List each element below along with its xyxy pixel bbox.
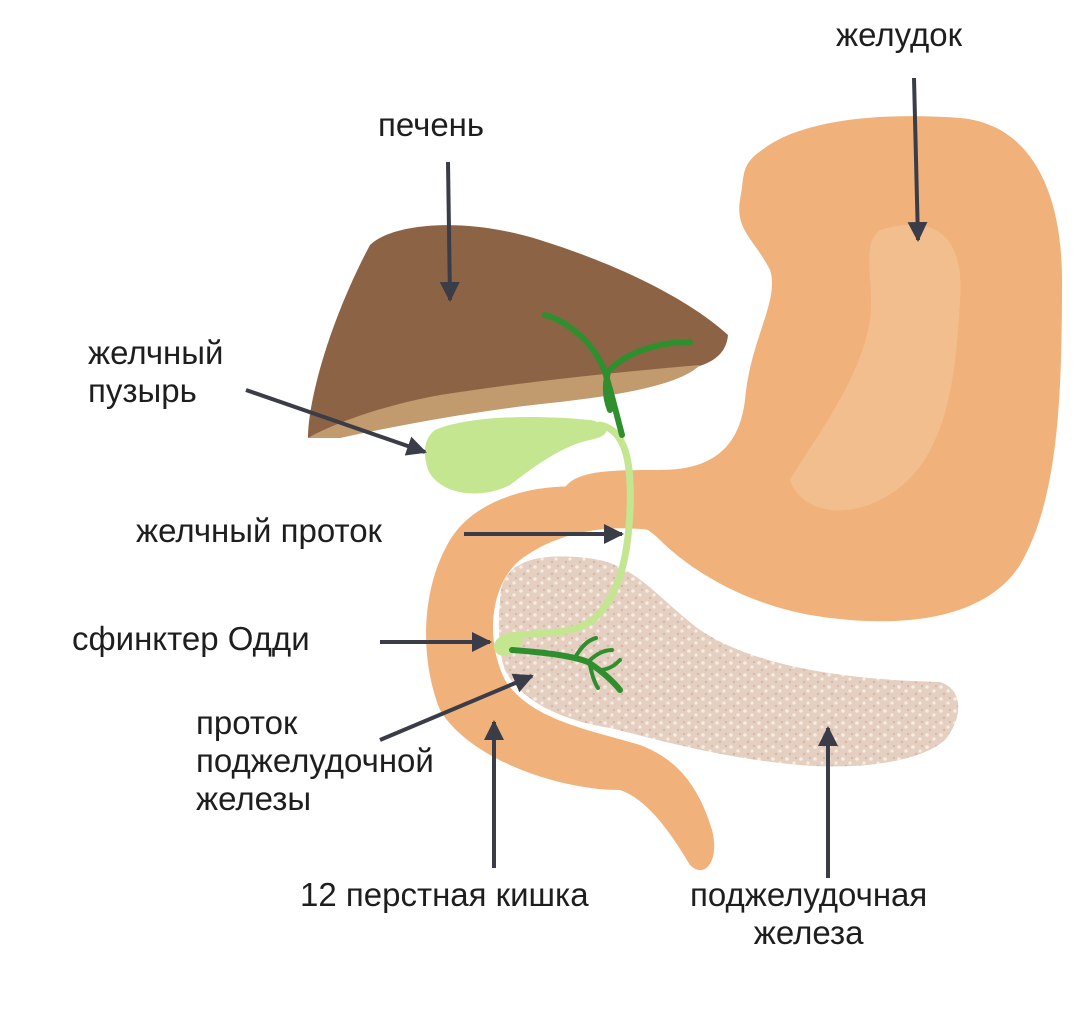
label-stomach: желудок: [836, 16, 963, 53]
arrow-pancreatic-duct: [379, 673, 534, 742]
label-pancreatic-duct-line1: проток: [196, 704, 298, 741]
arrow-stomach: [907, 77, 928, 242]
arrow-gallbladder: [245, 388, 427, 456]
label-sphincter: сфинктер Одди: [72, 620, 310, 657]
label-bile-duct: желчный проток: [136, 512, 382, 549]
label-pancreas-line2: железа: [753, 914, 864, 951]
pancreas-shape: [498, 556, 959, 767]
label-liver: печень: [378, 106, 485, 143]
label-pancreatic-duct-line2: поджелудочной: [196, 742, 434, 779]
label-duodenum: 12 перстная кишка: [300, 876, 589, 913]
bile-duct-tree: [493, 312, 693, 693]
gallbladder-shape: [424, 417, 607, 494]
label-pancreatic-duct-line3: железы: [196, 780, 312, 817]
duodenum-shape: [426, 486, 715, 871]
label-pancreas-line1: поджелудочная: [690, 876, 928, 913]
label-pancreatic-duct: проток поджелудочной железы: [196, 704, 434, 818]
pointer-arrows: [245, 77, 928, 878]
label-gallbladder-line1: желчный: [88, 334, 224, 371]
label-gallbladder-line2: пузырь: [88, 372, 197, 409]
label-pancreas: поджелудочная железа: [690, 876, 927, 952]
stomach-shape: [560, 116, 1062, 622]
liver-shape: [308, 225, 728, 438]
arrow-liver: [439, 161, 460, 302]
label-gallbladder: желчный пузырь: [88, 334, 223, 410]
